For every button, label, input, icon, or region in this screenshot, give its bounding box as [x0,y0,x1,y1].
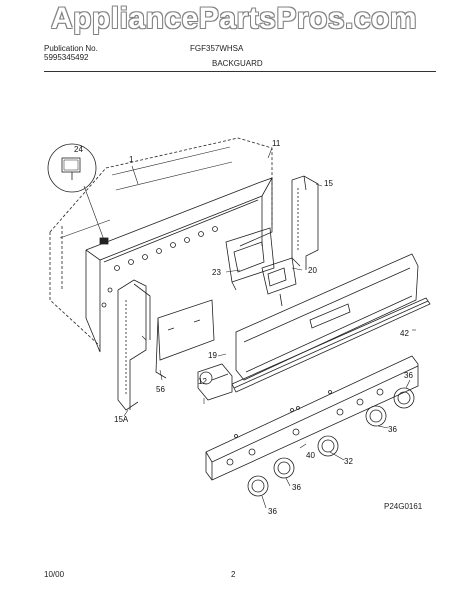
control-bracket [225,227,275,291]
callout-15: 15 [324,179,333,188]
publication-label: Publication No. [44,44,98,53]
leader-lines [123,147,416,509]
callout-36-middle: 36 [292,483,301,492]
switch-detail [47,143,109,245]
control-knobs [247,387,415,497]
rear-panel-ribs [59,146,233,239]
left-end-bracket [117,279,151,411]
callout-11: 11 [272,139,281,148]
callout-36-right: 36 [388,425,397,434]
callout-12: 12 [198,377,207,386]
infinite-switch [197,363,233,401]
watermark-logo: AppliancePartsPros.com [50,2,418,35]
footer-page-number: 2 [231,570,236,579]
timer-module [261,257,297,307]
section-title: BACKGUARD [212,59,263,68]
callout-56: 56 [156,385,165,394]
callout-36-upper-right: 36 [404,371,413,380]
frame-holes [101,226,218,308]
callout-24: 24 [74,145,83,154]
callout-19: 19 [208,351,217,360]
callout-20: 20 [308,266,317,275]
header-rule [44,71,436,72]
publication-number: 5995345492 [44,53,89,62]
callout-40: 40 [306,451,315,460]
callout-15a: 15A [114,415,129,424]
callout-32: 32 [344,457,353,466]
manifold-panel [205,355,419,481]
control-overlay [235,253,419,381]
panel-screws [234,390,332,438]
figure-code: P24G0161 [384,502,423,511]
callout-1: 1 [129,155,134,164]
callout-36-lower: 36 [268,507,277,516]
rear-panel [49,137,273,347]
backguard-frame [85,177,273,353]
callout-42: 42 [400,329,409,338]
model-number: FGF357WHSA [190,44,244,53]
trim-strip [231,297,431,393]
footer-date: 10/00 [44,570,65,579]
right-end-bracket [291,175,319,270]
callout-23: 23 [212,268,221,277]
heat-shield [155,299,215,379]
